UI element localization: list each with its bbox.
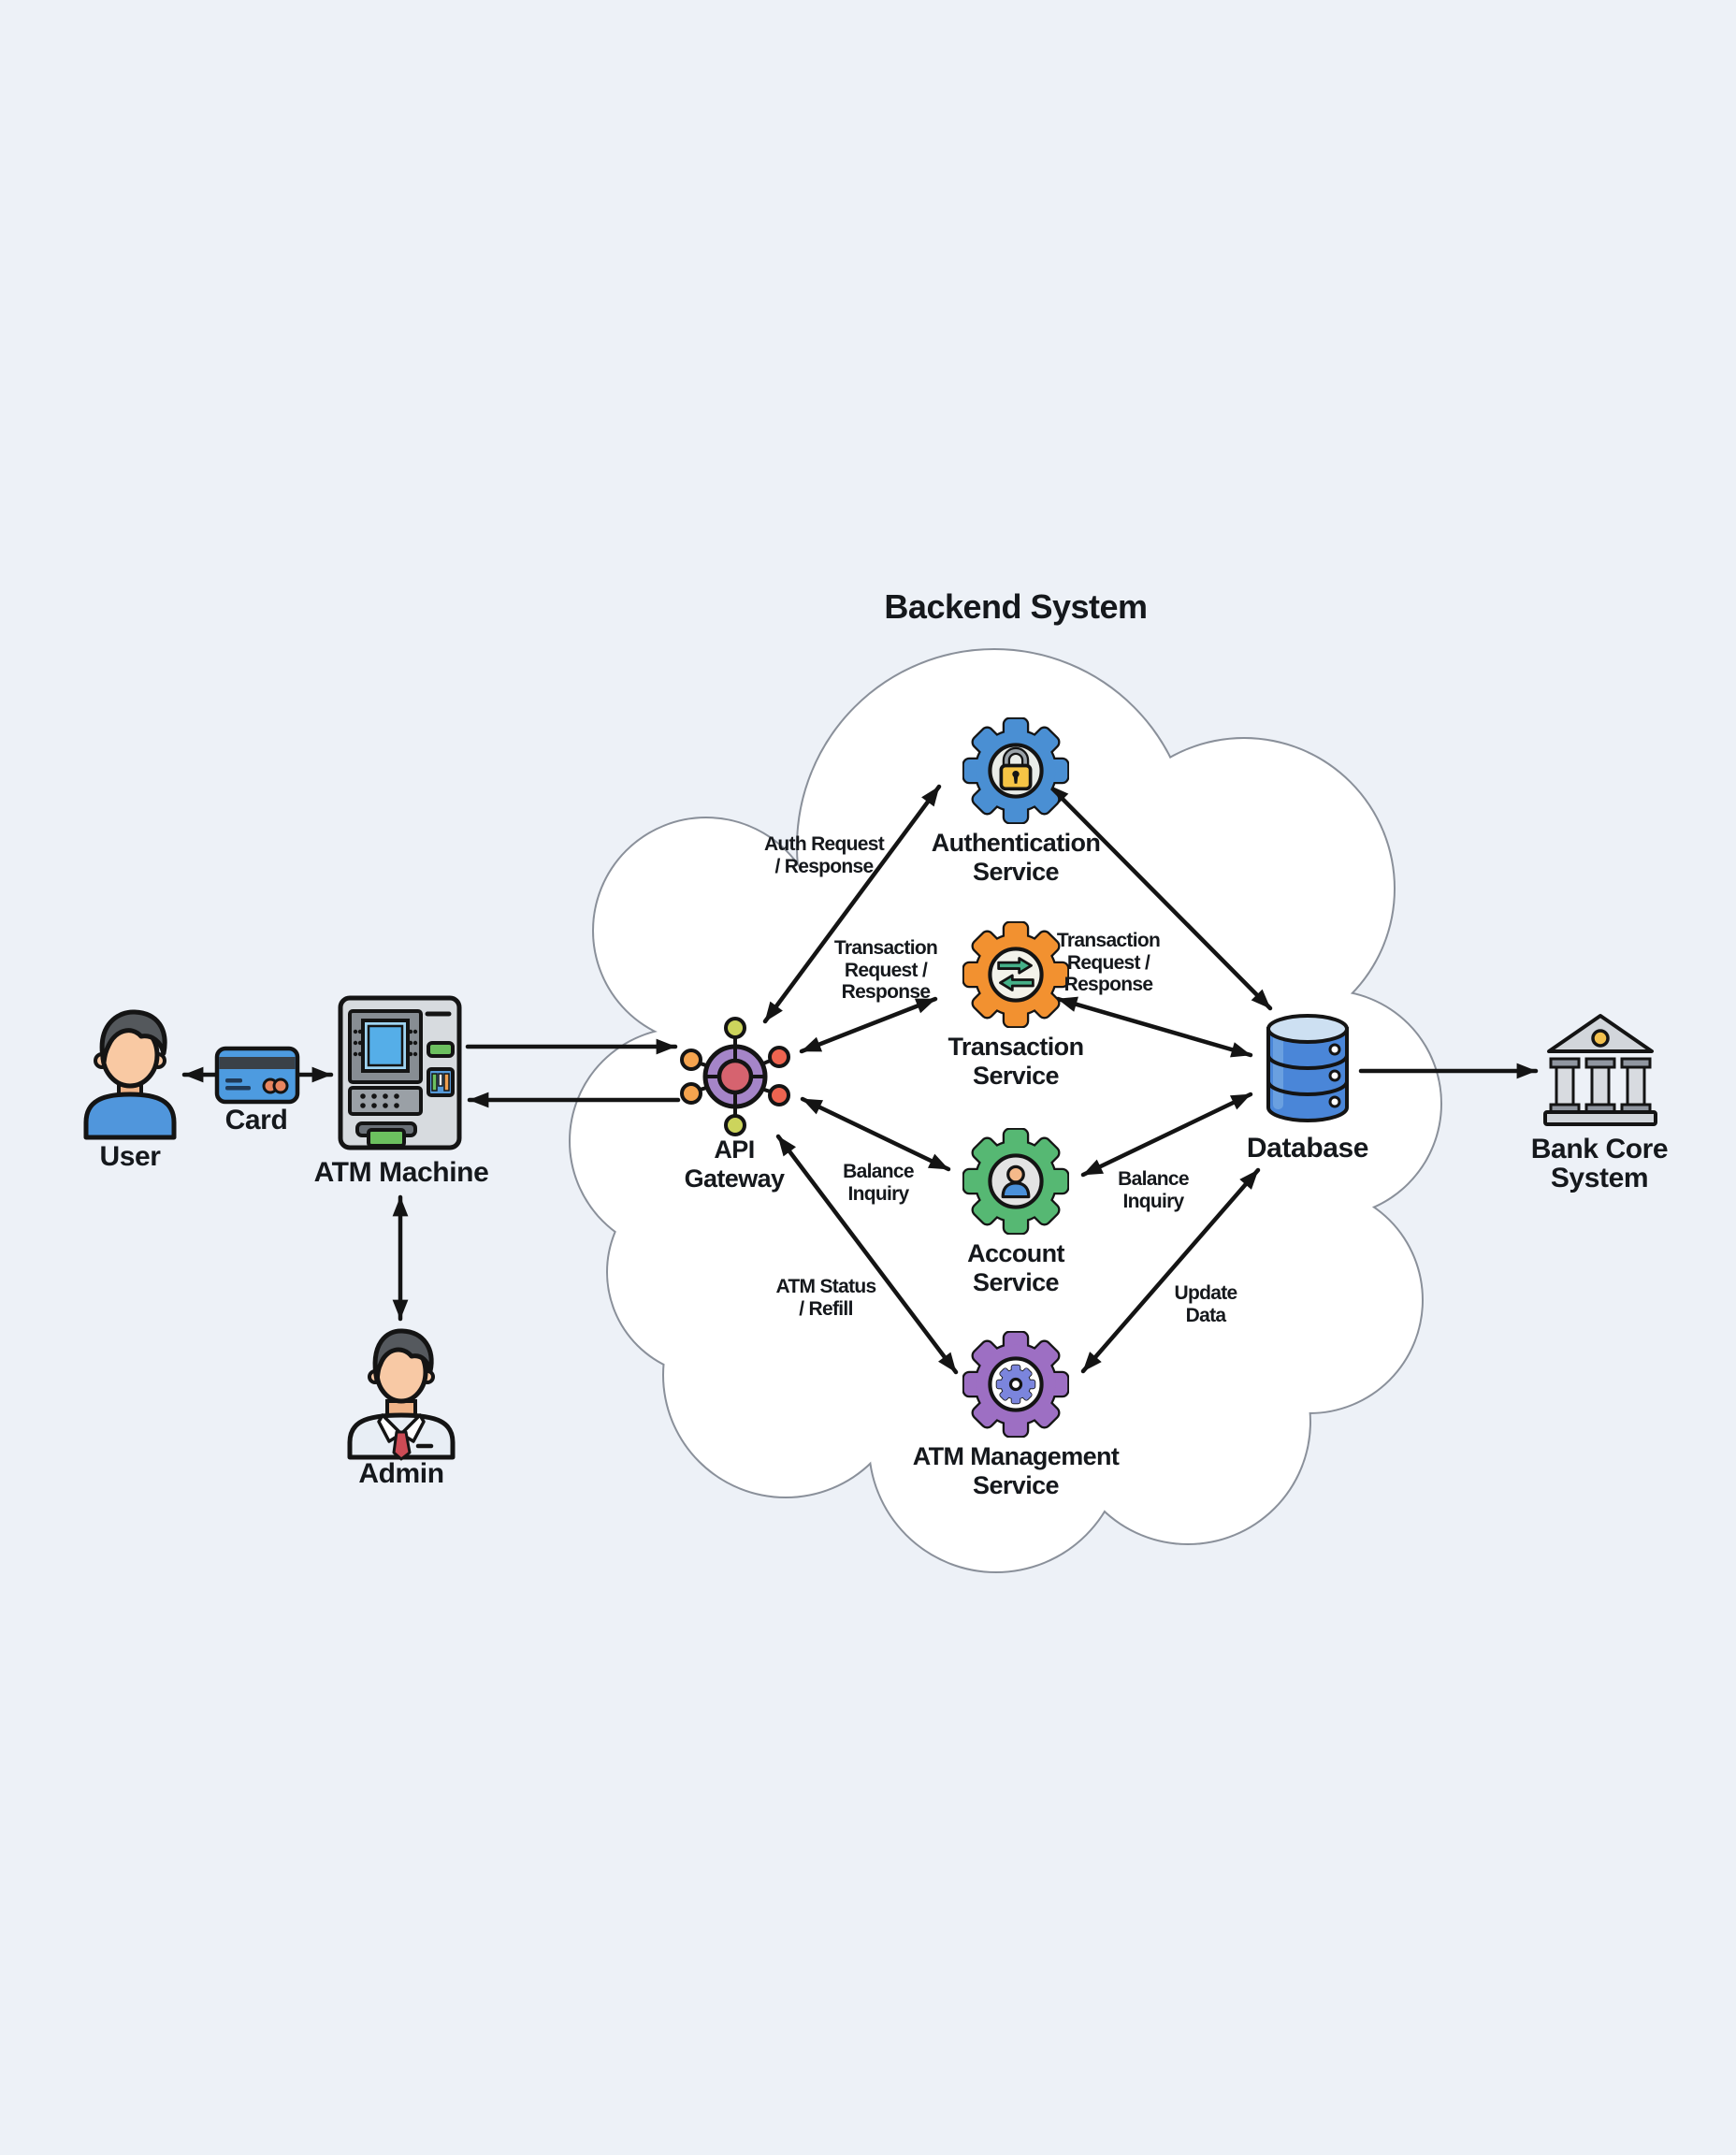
credit-card-icon [214, 1046, 300, 1105]
atm-machine-label: ATM Machine [313, 1157, 489, 1188]
gear-person-icon [962, 1128, 1069, 1235]
authentication-service-label: Authentication Service [931, 829, 1101, 886]
card-label: Card [224, 1105, 288, 1135]
atm-management-service-label: ATM Management Service [912, 1442, 1120, 1499]
arrow-gateway-auth [762, 784, 942, 1024]
arrow-account-database [1080, 1092, 1253, 1178]
database-label: Database [1246, 1133, 1369, 1164]
api-gateway-label: API Gateway [684, 1135, 785, 1193]
arrow-gateway-atm-mgmt [775, 1134, 959, 1375]
database-cylinder-icon [1266, 1014, 1349, 1122]
bank-core-system-label: Bank Core System [1530, 1134, 1669, 1193]
update-data-label: Update Data [1174, 1282, 1238, 1326]
auth-request-response-label: Auth Request / Response [763, 833, 885, 877]
backend-system-title: Backend System [884, 587, 1148, 626]
atm-status-refill-label: ATM Status / Refill [775, 1276, 877, 1320]
arrow-atm-mgmt-database [1080, 1167, 1261, 1374]
gear-inner-gear-icon [962, 1331, 1069, 1438]
admin-label: Admin [358, 1458, 444, 1489]
bank-building-icon [1543, 1014, 1657, 1126]
transaction-request-response-left-label: Transaction Request / Response [833, 937, 938, 1003]
user-icon [83, 1009, 177, 1140]
gear-transfer-arrows-icon [962, 921, 1069, 1028]
gear-lock-icon [962, 717, 1069, 824]
api-gateway-hub-icon [680, 1017, 790, 1136]
user-label: User [99, 1141, 161, 1172]
balance-inquiry-left-label: Balance Inquiry [843, 1161, 914, 1205]
admin-person-icon [347, 1328, 456, 1461]
balance-inquiry-right-label: Balance Inquiry [1118, 1168, 1189, 1212]
arrow-gateway-transaction [799, 996, 938, 1054]
arrows [181, 783, 1539, 1375]
transaction-service-label: Transaction Service [948, 1033, 1085, 1090]
arrow-transaction-database [1055, 996, 1253, 1058]
transaction-request-response-right-label: Transaction Request / Response [1056, 930, 1161, 995]
atm-machine-icon [338, 995, 462, 1150]
arrow-auth-database [1047, 783, 1273, 1011]
account-service-label: Account Service [967, 1239, 1064, 1296]
